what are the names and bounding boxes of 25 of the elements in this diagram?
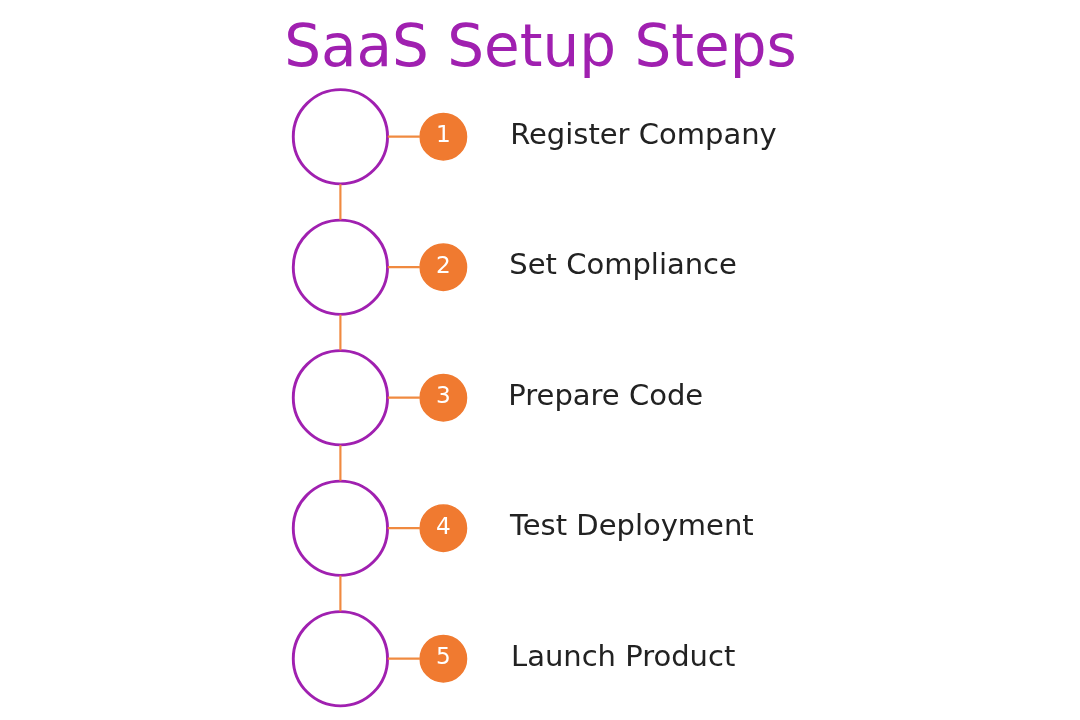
connector — [338, 184, 341, 220]
node-circle: 3 — [418, 373, 467, 422]
node-label: Launch Product — [510, 638, 735, 673]
node-circle — [291, 349, 389, 447]
node-circle: 2 — [418, 243, 467, 292]
node-circle: 5 — [418, 634, 467, 683]
connector — [338, 314, 341, 351]
node-label: Register Company — [509, 116, 777, 151]
connector — [338, 575, 341, 612]
node-label: Test Deployment — [509, 508, 754, 543]
connector — [387, 396, 420, 399]
connector — [387, 266, 420, 269]
node-circle — [291, 218, 389, 316]
node-circle — [291, 479, 389, 577]
node-circle: 4 — [418, 504, 467, 553]
node-label: Set Compliance — [508, 247, 737, 282]
connector — [338, 445, 341, 481]
diagram-title: SaaS Setup Steps — [283, 12, 797, 81]
connector — [387, 135, 420, 138]
connector — [387, 657, 420, 660]
node-circle — [291, 610, 389, 708]
node-circle: 1 — [418, 112, 467, 161]
node-circle — [291, 88, 389, 186]
connector — [387, 527, 420, 530]
node-label: Prepare Code — [507, 377, 703, 412]
